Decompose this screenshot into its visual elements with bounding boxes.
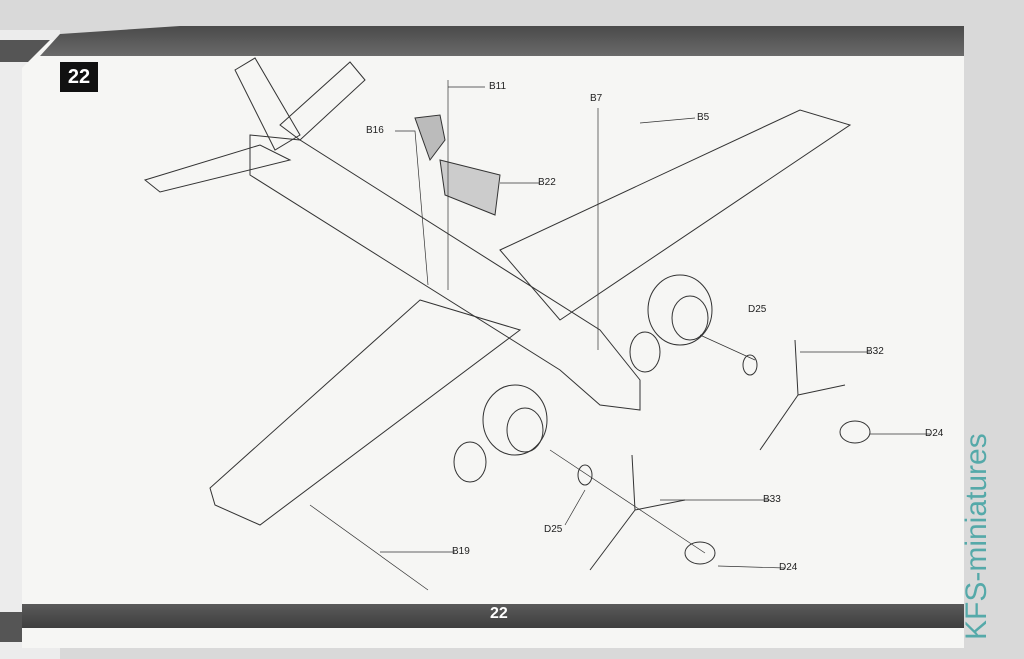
right-wheel <box>629 331 661 373</box>
label-d25-left: D25 <box>544 524 563 535</box>
fuselage <box>249 134 641 411</box>
header-band <box>40 26 964 56</box>
left-wheel <box>453 441 487 483</box>
watermark: KFS-miniatures <box>960 433 993 640</box>
label-b5: B5 <box>697 112 710 123</box>
left-engine-nacelle <box>482 384 548 456</box>
propeller-left <box>589 454 686 571</box>
spinner-left <box>684 541 716 565</box>
spinner-right <box>839 420 871 444</box>
label-b7: B7 <box>590 93 603 104</box>
part-b22 <box>439 159 501 216</box>
label-b33: B33 <box>763 494 781 505</box>
tail-fin <box>234 57 301 151</box>
propeller-right <box>759 339 846 451</box>
instruction-page <box>22 28 964 648</box>
right-wing <box>499 109 852 321</box>
part-b16 <box>414 114 446 162</box>
label-b32: B32 <box>866 346 884 357</box>
left-wing <box>209 299 522 526</box>
washer-left <box>577 464 593 486</box>
label-d25-right: D25 <box>748 304 767 315</box>
footer-band <box>22 604 964 628</box>
horizontal-stabilizer <box>143 61 366 193</box>
step-number: 22 <box>60 62 98 92</box>
label-d24-right: D24 <box>925 428 944 439</box>
label-b22: B22 <box>538 177 556 188</box>
label-d24-left: D24 <box>779 562 798 573</box>
label-b19: B19 <box>452 546 470 557</box>
label-b16: B16 <box>366 125 384 136</box>
washer-right <box>742 354 758 376</box>
page-number: 22 <box>490 605 508 622</box>
right-engine-nacelle <box>647 274 713 346</box>
label-b11: B11 <box>489 81 507 92</box>
